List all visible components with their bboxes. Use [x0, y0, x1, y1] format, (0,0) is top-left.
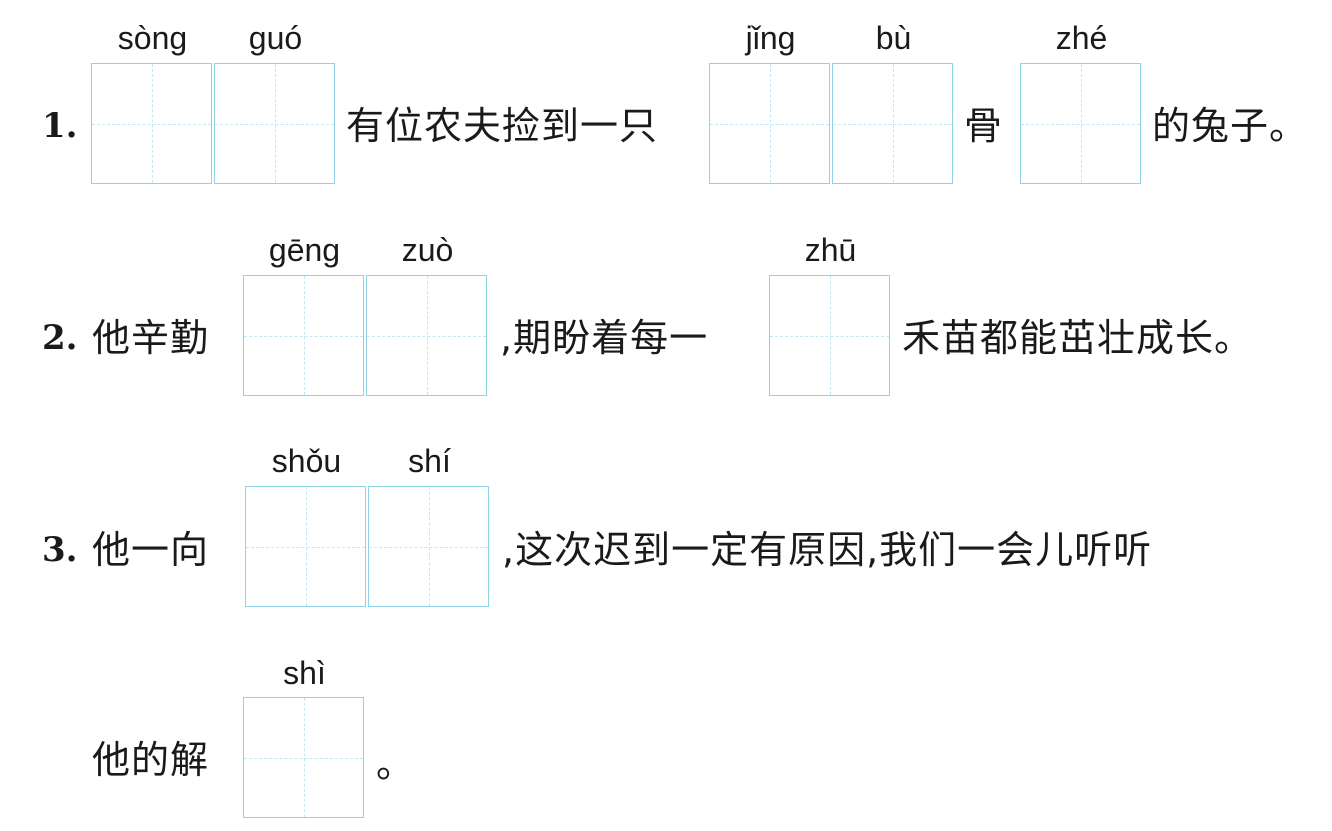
answer-box[interactable]	[709, 63, 830, 184]
sentence-text: 他的解	[92, 738, 210, 782]
sentence-text: 他辛勤	[92, 316, 210, 360]
answer-box[interactable]	[243, 275, 364, 396]
sentence-text: ,期盼着每一	[500, 316, 709, 360]
answer-box[interactable]	[832, 63, 953, 184]
sentence-text: 。	[376, 742, 416, 786]
sentence-text: 骨	[964, 104, 1004, 148]
pinyin-label: zhū	[804, 232, 857, 268]
answer-box[interactable]	[91, 63, 212, 184]
pinyin-label: jǐng	[745, 20, 796, 56]
answer-box[interactable]	[368, 486, 489, 607]
sentence-text: 他一向	[92, 528, 210, 572]
answer-box[interactable]	[769, 275, 890, 396]
pinyin-label: shì	[283, 655, 326, 691]
question-number: 2.	[42, 318, 78, 358]
sentence-text: 的兔子。	[1152, 104, 1309, 148]
pinyin-label: guó	[248, 20, 303, 56]
answer-box[interactable]	[245, 486, 366, 607]
pinyin-label: gēng	[268, 232, 341, 268]
answer-box[interactable]	[243, 697, 364, 818]
answer-box[interactable]	[1020, 63, 1141, 184]
pinyin-label: zuò	[401, 232, 454, 268]
sentence-text: ,这次迟到一定有原因,我们一会儿听听	[502, 528, 1153, 572]
question-number: 3.	[42, 530, 78, 570]
answer-box[interactable]	[214, 63, 335, 184]
answer-box[interactable]	[366, 275, 487, 396]
pinyin-label: bù	[875, 20, 912, 56]
pinyin-label: sòng	[117, 20, 188, 56]
pinyin-label: shǒu	[271, 443, 342, 479]
sentence-text: 禾苗都能茁壮成长。	[902, 316, 1254, 360]
question-number: 1.	[42, 106, 78, 146]
pinyin-label: zhé	[1055, 20, 1108, 56]
sentence-text: 有位农夫捡到一只	[346, 104, 659, 148]
pinyin-label: shí	[408, 443, 451, 479]
